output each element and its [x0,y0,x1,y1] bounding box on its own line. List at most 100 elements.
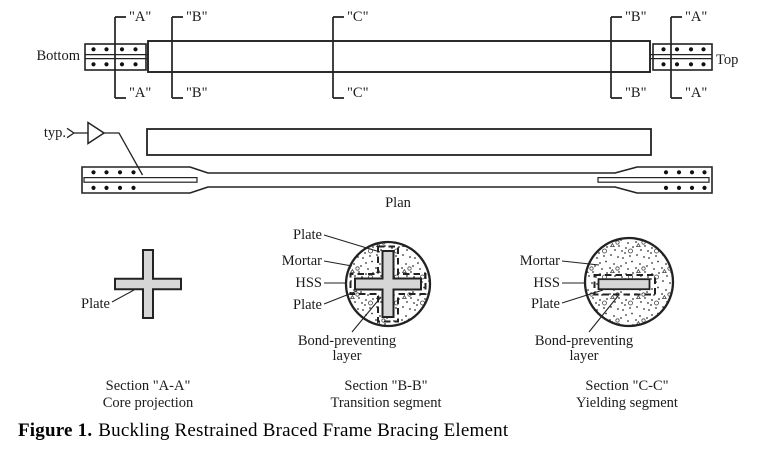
section-c-bond-label-line1: Bond-preventing [534,333,634,349]
plan-bolts-left [91,170,136,190]
plan-core-plate [81,166,713,194]
section-c-mortar-leader [561,260,600,266]
elevation-top-label: Top [716,52,739,68]
bolt-hole [91,170,96,175]
section-b-bond-label-line1: Bond-preventing [297,333,397,349]
section-b-subcaption: Transition segment [330,395,442,411]
elevation-bolts-top-end [661,47,706,67]
section-a-plate-label: Plate [81,296,110,312]
section-b-b [323,234,432,333]
bolt-hole [702,170,707,175]
cut-label-top-a-right: "A" [685,9,708,25]
section-b-cruciform-plate [354,250,422,318]
plan-casing [146,128,652,156]
cut-line-a-left [114,16,126,99]
bolt-hole [119,62,125,67]
section-c-c [561,236,675,333]
bolt-hole [701,62,706,67]
bolt-hole [688,62,694,67]
cut-label-top-c: "C" [347,9,369,25]
section-c-mortar-label: Mortar [519,253,560,269]
bolt-hole [117,185,123,190]
section-cut-lines [114,16,682,99]
section-c-plate-label: Plate [531,296,560,312]
section-b-bond-label-line2: layer [332,348,362,364]
bolt-hole [131,185,136,190]
section-b-plate-top-label: Plate [293,227,322,243]
bolt-hole [701,47,706,52]
section-c-subcaption: Yielding segment [576,395,678,411]
bolt-hole [676,185,682,190]
section-b-plate-top-leader [323,234,381,253]
cut-line-a-right [670,16,682,99]
bolt-hole [104,170,109,175]
section-c-hss-label: HSS [533,275,560,291]
bolt-hole [131,170,136,175]
weld-arrowhead [66,127,75,139]
section-a-cruciform-plate [114,249,182,319]
cut-line-b-left [171,16,183,99]
elevation-bottom-label: Bottom [36,48,80,64]
bolt-hole [661,62,666,67]
section-a-a [111,249,182,319]
plan-bolts-right [663,170,707,190]
bolt-hole [104,62,109,67]
section-c-leaders [561,260,619,333]
figure-caption-number: Figure 1. [18,420,93,441]
cut-label-top-b-left: "B" [186,9,208,25]
section-a-caption: Section "A-A" [105,378,191,394]
section-c-bond-preventing-layer [593,274,656,296]
bolt-hole [133,47,138,52]
bolt-hole [689,170,695,175]
section-c-plate-leader [561,289,604,304]
section-b-plate-bottom-label: Plate [293,297,322,313]
weld-symbol [66,121,144,176]
bolt-hole [663,170,669,175]
cut-label-bottom-b-left: "B" [186,85,208,101]
bolt-hole [661,47,666,52]
weld-typ-label: typ. [43,125,66,141]
section-b-bond-preventing-layer [349,245,427,323]
bolt-hole [91,47,96,52]
bolt-hole [133,62,138,67]
section-a-subcaption: Core projection [102,395,194,411]
cut-line-c [332,16,344,99]
section-c-flat-plate [597,278,651,291]
elevation-view [84,16,713,99]
weld-triangle-icon [87,121,106,145]
figure-caption-text: Buckling Restrained Braced Frame Bracing… [98,420,509,441]
section-c-bond-label-line2: layer [569,348,599,364]
bolt-hole [117,170,123,175]
cut-label-bottom-c: "C" [347,85,369,101]
cut-label-top-b-right: "B" [625,9,647,25]
section-b-hss-label: HSS [295,275,322,291]
bolt-hole [688,47,694,52]
bolt-hole [676,170,682,175]
section-c-bond-leader [588,295,619,333]
section-c-caption: Section "C-C" [585,378,669,394]
bolt-hole [689,185,695,190]
bolt-hole [674,62,680,67]
figure-caption: Figure 1.Buckling Restrained Braced Fram… [18,420,508,442]
plan-rib-slot-left [83,177,198,183]
cut-label-bottom-a-right: "A" [685,85,708,101]
bolt-hole [702,185,707,190]
cut-label-bottom-a-left: "A" [129,85,152,101]
elevation-core-plate-edge [85,53,712,60]
elevation-bolts-bottom-end [91,47,138,67]
bolt-hole [91,185,96,190]
plan-rib-slot-right [597,177,710,183]
bolt-hole [91,62,96,67]
elevation-casing [147,40,651,73]
plan-view [66,121,713,194]
bolt-hole [674,47,680,52]
cut-label-bottom-b-right: "B" [625,85,647,101]
bolt-hole [119,47,125,52]
cut-label-top-a-left: "A" [129,9,152,25]
bolt-hole [104,185,109,190]
bolt-hole [663,185,669,190]
section-b-plate-bottom-leader [323,290,358,305]
plan-view-label: Plan [385,195,411,211]
